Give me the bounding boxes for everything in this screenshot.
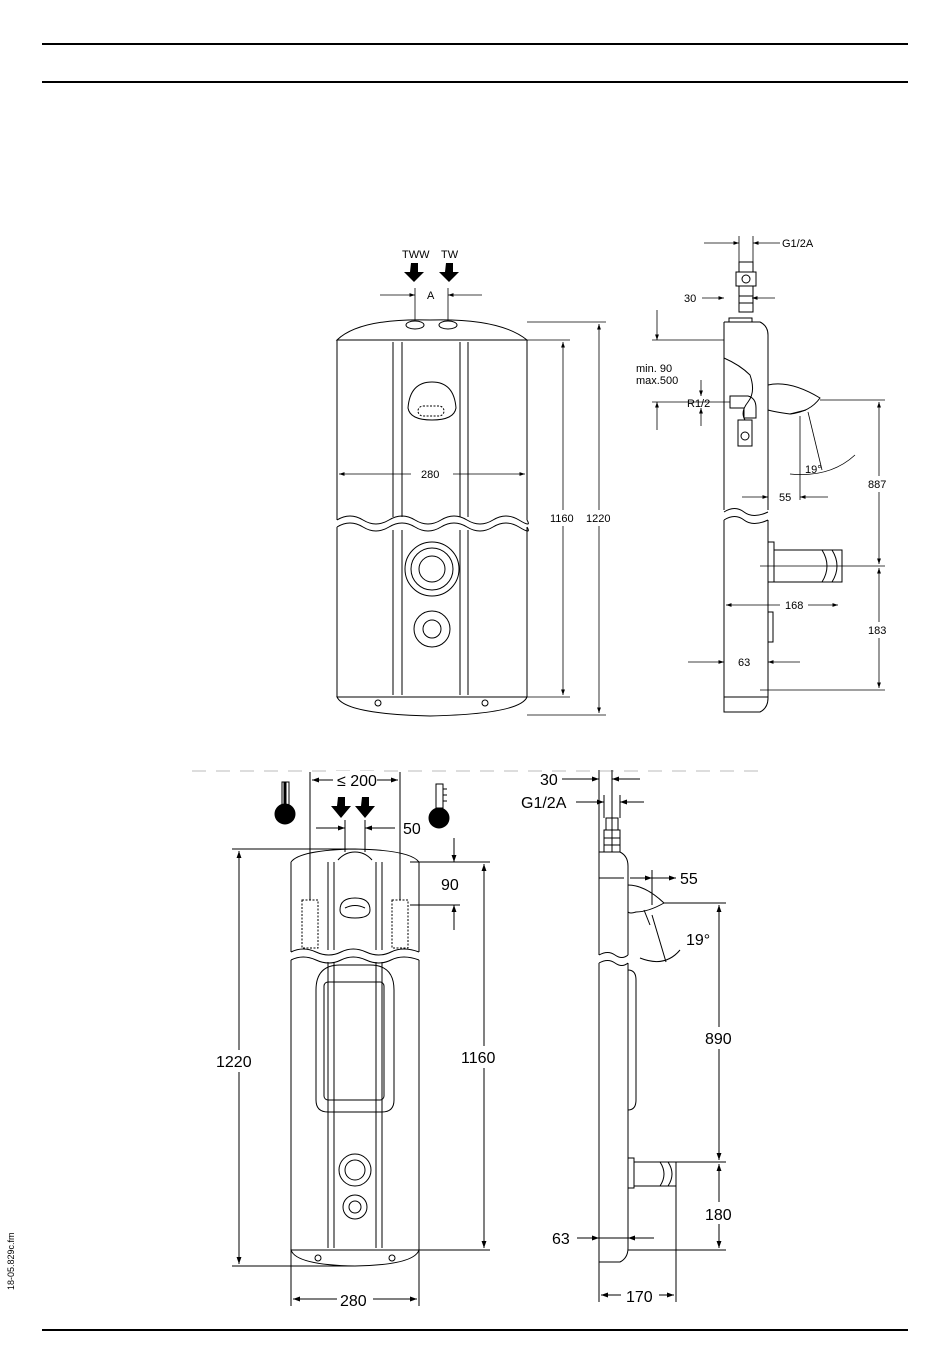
side-view-large	[599, 818, 676, 1262]
label-tw: TW	[441, 249, 459, 261]
angle-19-large: 19°	[686, 932, 710, 949]
dim-width: 280	[421, 469, 439, 481]
dim-height-1220-large: 1220	[216, 1054, 252, 1071]
dim-183: 183	[868, 625, 886, 637]
break-line-top	[337, 516, 528, 524]
dim-887: 887	[868, 479, 886, 491]
dim-168: 168	[785, 600, 803, 612]
thermometer-cold-icon	[429, 784, 449, 828]
dim-90: 90	[441, 877, 459, 894]
thermometer-hot-icon	[275, 782, 295, 824]
label-g12a-small: G1/2A	[782, 238, 814, 250]
front-view-large-dims	[232, 772, 490, 1306]
dim-170: 170	[626, 1289, 653, 1306]
flow-arrow-icon	[355, 797, 375, 818]
page-rules	[42, 44, 908, 1330]
dim-max500: max.500	[636, 375, 678, 387]
front-view-small	[337, 320, 528, 716]
angle-19-small: 19°	[805, 464, 822, 476]
dim-55-small: 55	[779, 492, 791, 504]
top-cap	[337, 320, 527, 340]
shower-head	[408, 382, 456, 420]
label-g12a-large: G1/2A	[521, 795, 567, 812]
dim-height-1160: 1160	[550, 513, 574, 525]
flow-arrow-icon	[439, 263, 459, 282]
push-button	[414, 611, 450, 647]
break-line-bottom	[337, 523, 528, 531]
label-r12: R1/2	[687, 398, 710, 410]
dim-30-small: 30	[684, 293, 696, 305]
label-tww: TWW	[402, 249, 430, 261]
label-a: A	[427, 290, 435, 302]
dim-min90: min. 90	[636, 363, 672, 375]
dim-63-small: 63	[738, 657, 750, 669]
bottom-cap	[337, 697, 527, 716]
front-view-large	[291, 849, 419, 1266]
dim-180: 180	[705, 1207, 732, 1224]
flow-arrow-icon	[331, 797, 351, 818]
mixer-knob	[405, 542, 459, 596]
dim-890: 890	[705, 1031, 732, 1048]
front-view-small-dims	[339, 263, 606, 715]
dim-50: 50	[403, 821, 421, 838]
flow-arrow-icon	[404, 263, 424, 282]
dim-30-large: 30	[540, 772, 558, 789]
dim-55-large: 55	[680, 871, 698, 888]
side-view-small	[724, 262, 842, 712]
dim-height-1220: 1220	[586, 513, 610, 525]
dim-width-280-large: 280	[340, 1293, 367, 1310]
dim-height-1160-large: 1160	[461, 1050, 496, 1067]
side-label: 18-05.829c.fm	[6, 1232, 16, 1290]
dim-max-200: ≤ 200	[337, 773, 377, 790]
dim-63-large: 63	[552, 1231, 570, 1248]
